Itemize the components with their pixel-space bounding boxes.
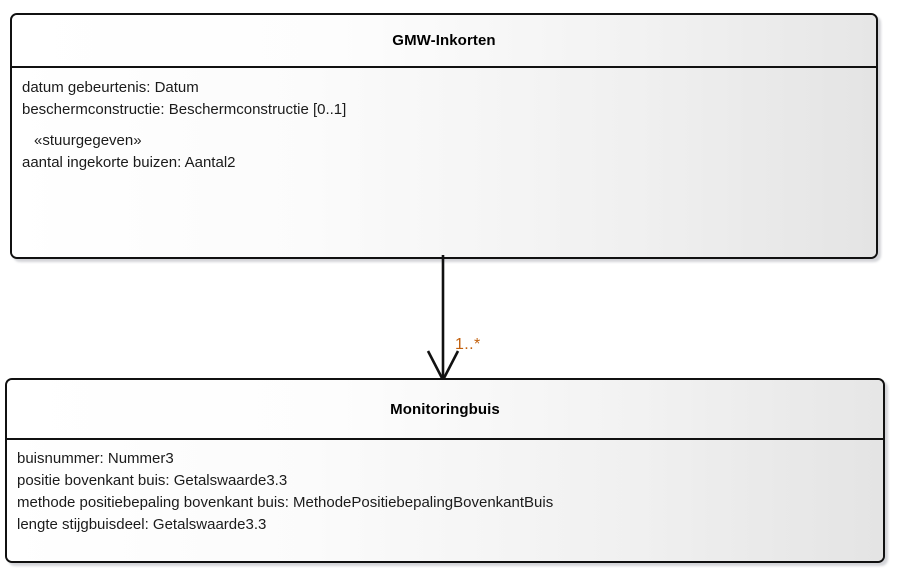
attribute-row: aantal ingekorte buizen: Aantal2 (22, 154, 236, 171)
attribute-row: methode positiebepaling bovenkant buis: … (17, 494, 554, 511)
association-connector[interactable] (420, 255, 550, 383)
class-header-monitoringbuis: Monitoringbuis (7, 380, 883, 440)
class-attributes-gmw-inkorten: datum gebeurtenis: Datum beschermconstru… (12, 68, 876, 257)
attribute-row: positie bovenkant buis: Getalswaarde3.3 (17, 472, 288, 489)
association-multiplicity-label: 1..* (455, 336, 481, 353)
class-title-monitoringbuis: Monitoringbuis (390, 400, 500, 418)
attribute-row: datum gebeurtenis: Datum (22, 79, 199, 96)
attribute-stereotype-label: «stuurgegeven» (34, 132, 142, 149)
attribute-row: beschermconstructie: Beschermconstructie… (22, 101, 347, 118)
class-title-gmw-inkorten: GMW-Inkorten (392, 32, 496, 49)
class-header-gmw-inkorten: GMW-Inkorten (12, 15, 876, 68)
class-box-gmw-inkorten[interactable]: GMW-Inkorten datum gebeurtenis: Datum be… (10, 13, 878, 259)
class-attributes-monitoringbuis: buisnummer: Nummer3 positie bovenkant bu… (7, 440, 883, 561)
class-box-monitoringbuis[interactable]: Monitoringbuis buisnummer: Nummer3 posit… (5, 378, 885, 563)
attribute-row: lengte stijgbuisdeel: Getalswaarde3.3 (17, 516, 267, 533)
arrowhead-open-v-icon (426, 350, 460, 383)
attribute-row: buisnummer: Nummer3 (17, 450, 174, 467)
